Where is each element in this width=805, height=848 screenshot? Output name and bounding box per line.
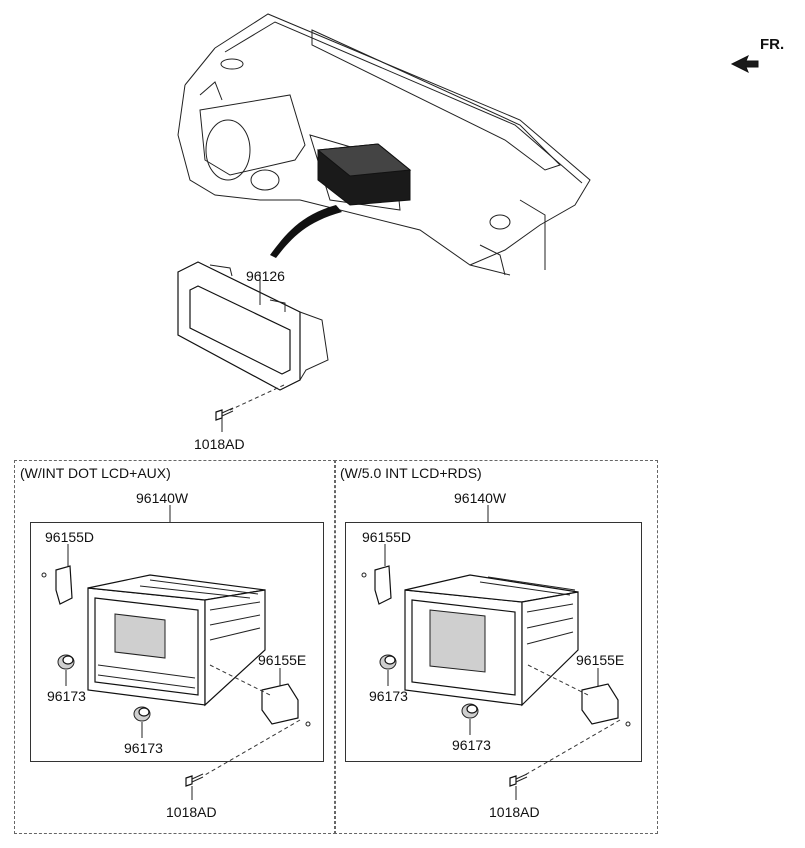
front-direction-arrow-icon — [730, 54, 759, 74]
section-2-knob-2-label: 96173 — [452, 737, 491, 753]
bezel-illustration — [177, 261, 329, 432]
section-1-bracket-left-label: 96155D — [45, 529, 95, 545]
section-1-knob-2-label: 96173 — [124, 740, 163, 756]
part-label-bezel: 96126 — [246, 268, 285, 284]
section-1-knob-1-label: 96173 — [47, 688, 86, 704]
section-2-title: (W/5.0 INT LCD+RDS) — [340, 465, 482, 481]
section-1-box — [14, 460, 336, 834]
section-2-bracket-left-label: 96155D — [362, 529, 412, 545]
section-1-bracket-right-label: 96155E — [258, 652, 307, 668]
section-1-title: (W/INT DOT LCD+AUX) — [20, 465, 171, 481]
front-direction-label: FR. — [760, 36, 785, 53]
section-1-screw-label: 1018AD — [166, 804, 217, 820]
section-2-bracket-right-label: 96155E — [576, 652, 625, 668]
section-2-assembly-box — [345, 522, 642, 762]
section-1-assembly-box — [30, 522, 324, 762]
section-1-artwork — [41, 505, 311, 800]
part-label-top-screw: 1018AD — [194, 436, 245, 452]
section-2-knob-1-label: 96173 — [369, 688, 408, 704]
section-1-assembly-label: 96140W — [136, 490, 189, 506]
section-2-artwork — [361, 505, 631, 800]
dashboard-illustration — [177, 13, 591, 276]
section-2-screw-label: 1018AD — [489, 804, 540, 820]
section-2-box — [334, 460, 658, 834]
section-2-assembly-label: 96140W — [454, 490, 507, 506]
